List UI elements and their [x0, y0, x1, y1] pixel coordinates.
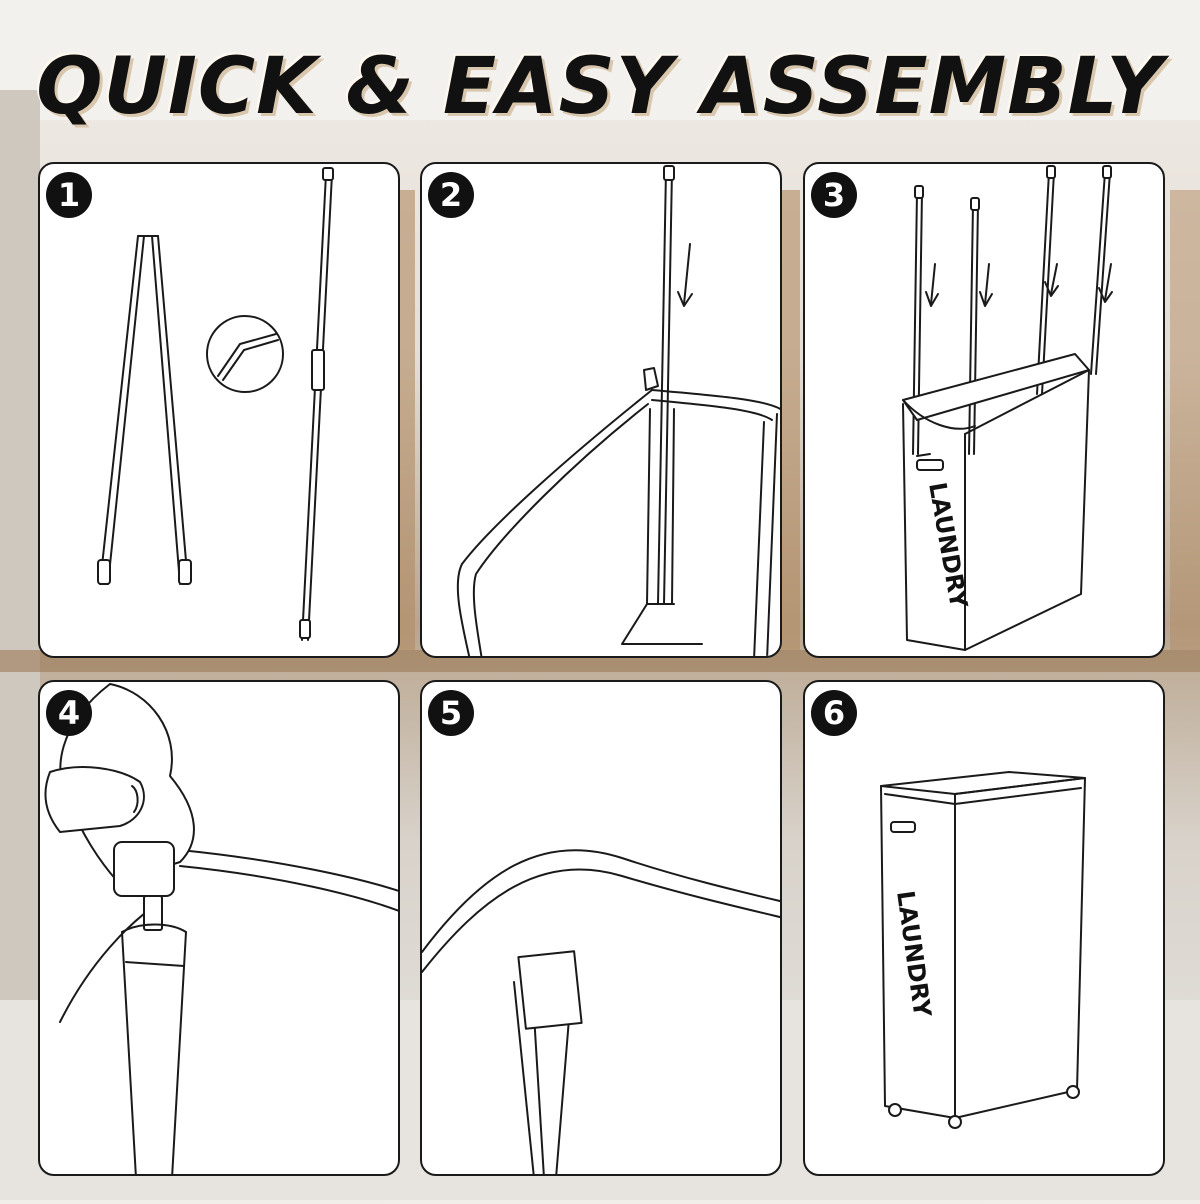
laundry-label-step6: LAUNDRY: [891, 889, 937, 1019]
step-5-badge: 5: [428, 690, 474, 736]
step-6-panel: 6 LAUNDRY: [803, 680, 1165, 1176]
down-arrow-icon: [683, 243, 691, 305]
step-1-badge: 1: [46, 172, 92, 218]
step-5-panel: 5: [420, 680, 782, 1176]
step-2-badge: 2: [428, 172, 474, 218]
step-1-panel: 1: [38, 162, 400, 658]
hamper-icon: LAUNDRY: [880, 771, 1086, 1129]
insert-pole-illustration: [456, 165, 780, 656]
step-4-badge: 4: [46, 690, 92, 736]
hamper-with-poles-illustration: LAUNDRY: [902, 165, 1113, 651]
step-3-badge: 3: [811, 172, 857, 218]
page-title: QUICK & EASY ASSEMBLY: [36, 42, 1164, 132]
step-2-panel: 2: [420, 162, 782, 658]
step-6-badge: 6: [811, 690, 857, 736]
step-3-panel: 3 LAUNDRY: [803, 162, 1165, 658]
corner-tab-illustration: [422, 849, 780, 1174]
folded-pole-icon: [97, 167, 334, 641]
step-4-panel: 4: [38, 680, 400, 1176]
joint-detail-icon: [206, 315, 284, 393]
hand-icon: [44, 683, 398, 1174]
